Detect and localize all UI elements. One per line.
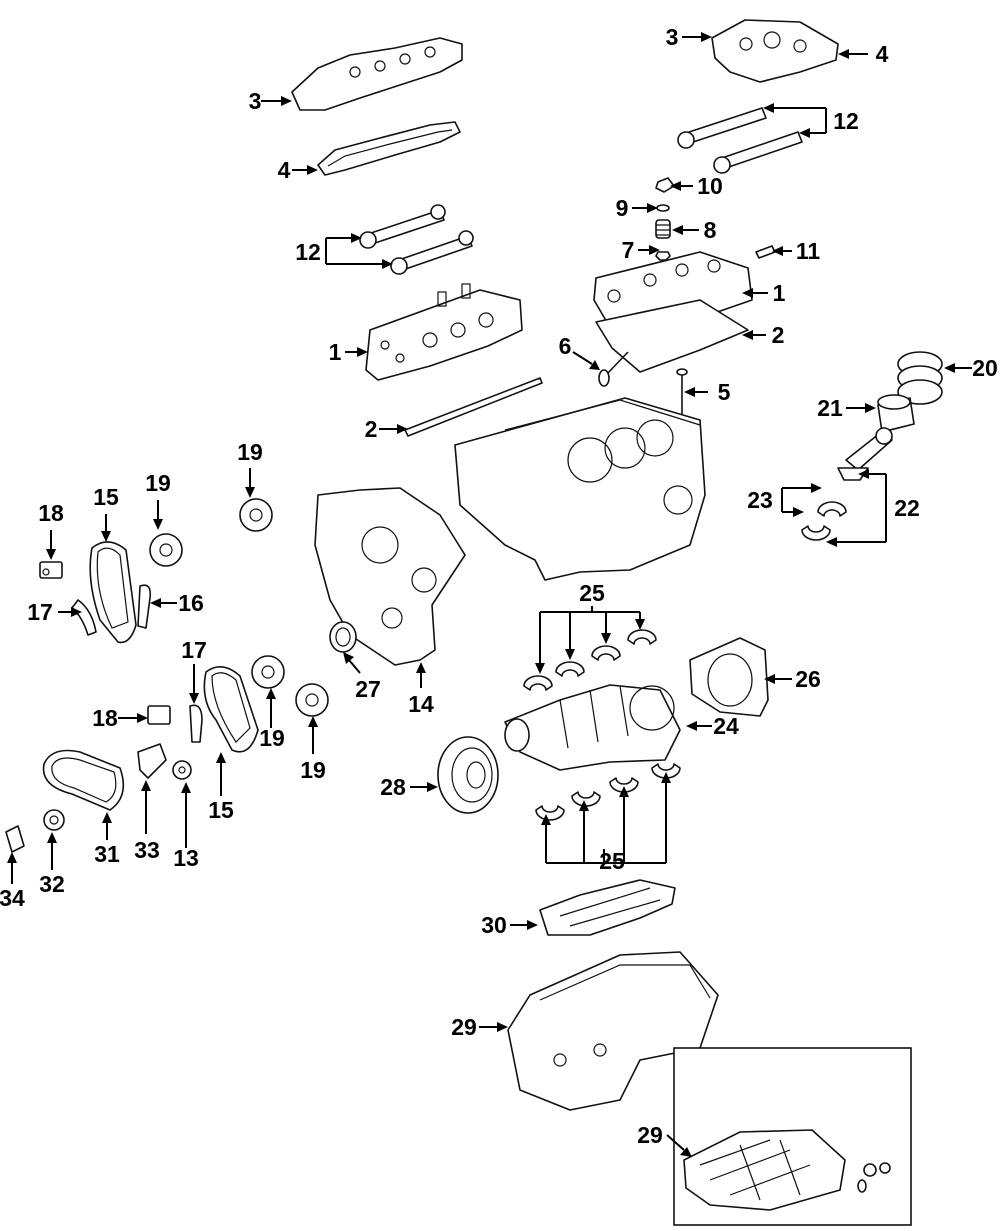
callout-15-center: 15 [208, 797, 234, 823]
left-cylinder-head [365, 283, 523, 381]
main-bearings-lower [535, 763, 681, 821]
chain-tensioner-right [147, 705, 171, 725]
engine-block [454, 397, 706, 581]
callout-18-center: 18 [92, 705, 118, 731]
camshaft-sprocket-center [239, 498, 273, 532]
callout-27: 27 [355, 676, 381, 702]
timing-chain-right [203, 666, 259, 753]
callout-33: 33 [134, 837, 160, 863]
rear-main-seal [689, 637, 769, 717]
callout-1-left: 1 [329, 339, 342, 365]
callout-8: 8 [704, 217, 717, 243]
valve-seal [655, 251, 671, 261]
callout-3-right: 3 [666, 24, 679, 50]
callout-29-inset: 29 [637, 1122, 663, 1148]
callout-18-left: 18 [38, 500, 64, 526]
callout-4-left: 4 [278, 157, 291, 183]
camshaft-sprocket-right-a [251, 655, 285, 689]
main-bearings-upper [523, 629, 657, 691]
timing-chain-left [89, 541, 137, 644]
timing-cover [314, 487, 466, 666]
chain-guide-right [137, 584, 152, 629]
callout-14: 14 [408, 691, 434, 717]
callout-32: 32 [39, 871, 65, 897]
callout-7: 7 [622, 237, 635, 263]
leader-lines [7, 32, 972, 1157]
callout-15-left: 15 [93, 484, 119, 510]
crankshaft-sprocket [172, 760, 192, 780]
valve-spring [655, 219, 671, 239]
callout-11: 11 [796, 238, 821, 264]
callout-20: 20 [972, 355, 998, 381]
chain-tensioner-left [39, 561, 63, 579]
callout-25-top: 25 [579, 580, 605, 606]
connecting-rod [837, 427, 893, 481]
right-camshafts [677, 107, 803, 174]
callout-22: 22 [894, 495, 920, 521]
callout-16: 16 [178, 590, 204, 616]
chain-guide-upper [189, 704, 203, 743]
callout-31: 31 [94, 841, 120, 867]
callout-4-right: 4 [876, 41, 889, 67]
balance-shaft-guide [137, 743, 167, 779]
intake-valve [598, 351, 629, 387]
windage-tray [539, 879, 676, 936]
left-valve-cover-gasket [317, 121, 461, 176]
rocker-arm [755, 245, 776, 259]
valve-lifter [655, 177, 675, 193]
callout-21: 21 [817, 395, 843, 421]
crankshaft-pulley [437, 736, 499, 814]
callout-19-center-left: 19 [259, 725, 285, 751]
right-valve-cover [711, 19, 839, 83]
callout-17-left: 17 [27, 599, 53, 625]
balance-tensioner [5, 825, 25, 853]
camshaft-sprocket-right-b [295, 683, 329, 717]
crankshaft [504, 684, 681, 771]
callout-2-right: 2 [772, 322, 785, 348]
callout-26: 26 [795, 666, 821, 692]
callout-12-left: 12 [295, 239, 321, 265]
callout-3-left: 3 [249, 88, 262, 114]
front-crank-seal [329, 621, 357, 653]
callout-12-right: 12 [833, 108, 859, 134]
callout-19-left: 19 [145, 470, 171, 496]
callout-34: 34 [0, 885, 25, 911]
valve-keeper [656, 204, 670, 212]
right-head-gasket [595, 299, 749, 373]
callout-13: 13 [173, 845, 199, 871]
callout-10: 10 [697, 173, 723, 199]
callout-19-top: 19 [237, 439, 263, 465]
callout-24: 24 [713, 713, 739, 739]
left-camshafts [359, 204, 474, 275]
callout-17-center: 17 [181, 637, 207, 663]
callout-25-bottom: 25 [599, 848, 625, 874]
callout-labels: 3 4 12 1 2 3 4 12 10 9 8 7 11 1 2 6 5 20… [0, 24, 998, 1148]
lower-oil-pan-inset [673, 1047, 912, 1226]
callout-9: 9 [616, 195, 629, 221]
callout-23: 23 [747, 487, 773, 513]
callout-30: 30 [481, 912, 507, 938]
callout-28: 28 [380, 774, 406, 800]
callout-19-center-right: 19 [300, 757, 326, 783]
chain-guide-left [71, 599, 97, 636]
callout-2-left: 2 [365, 416, 378, 442]
callout-29-upper: 29 [451, 1014, 477, 1040]
callout-6: 6 [559, 333, 572, 359]
camshaft-sprocket-left-a [149, 533, 183, 567]
left-valve-cover [291, 37, 463, 111]
piston [877, 394, 915, 433]
rod-bearings [801, 501, 847, 541]
callout-5: 5 [718, 379, 731, 405]
balance-sprocket [43, 809, 65, 831]
balance-chain [42, 749, 125, 811]
callout-1-right: 1 [773, 280, 786, 306]
left-head-gasket [404, 377, 543, 437]
